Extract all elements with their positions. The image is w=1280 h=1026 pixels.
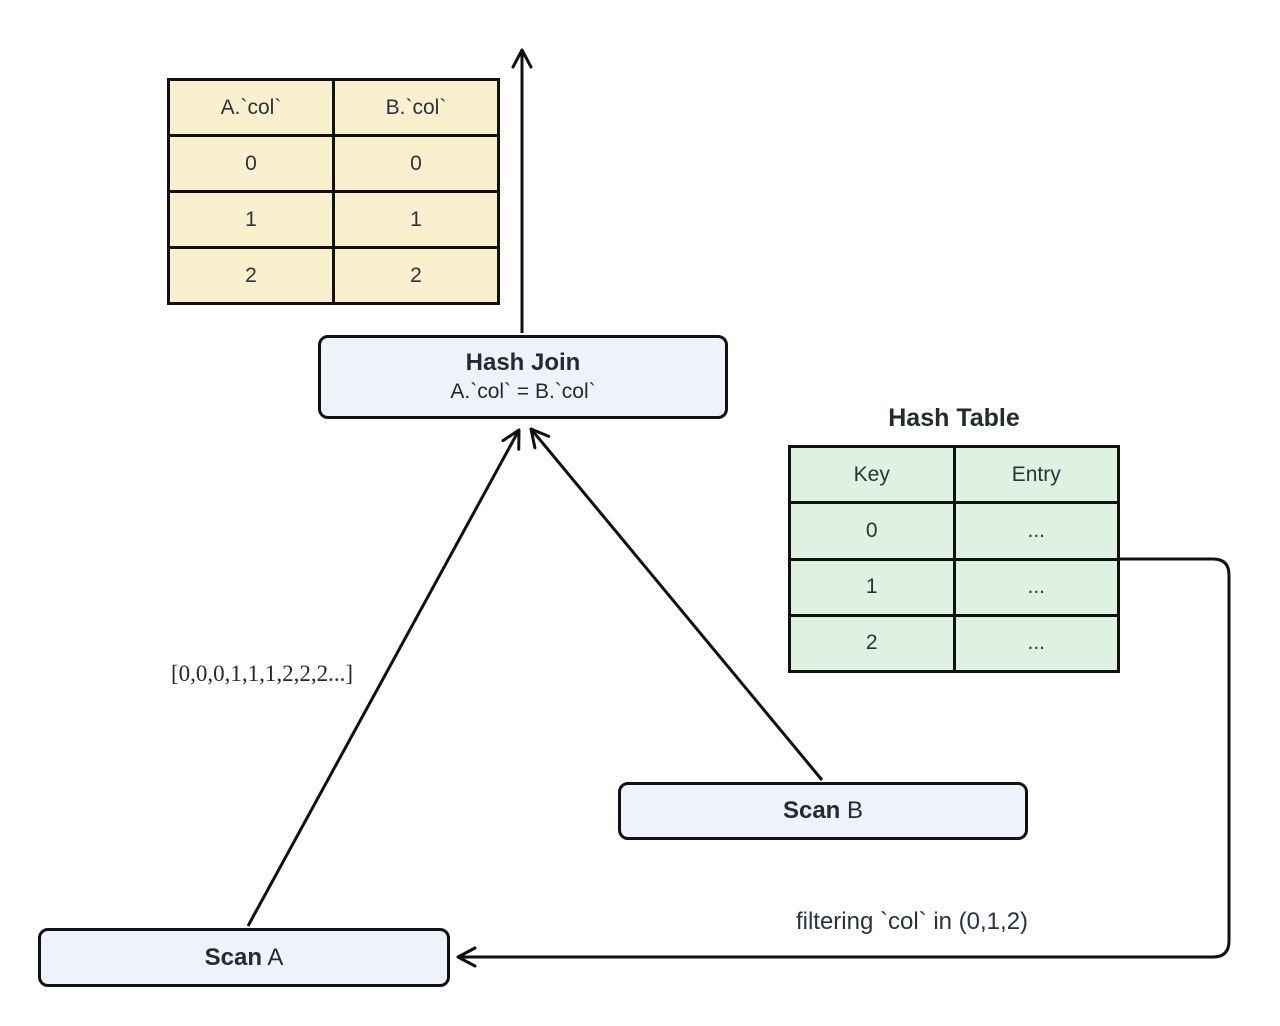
scan-b-node: Scan B: [618, 782, 1028, 840]
hash-table: Key Entry 0 ... 1 ... 2 ...: [788, 444, 1120, 674]
table-row: 0 ...: [788, 501, 1120, 561]
column-header: Entry: [952, 444, 1120, 505]
scan-b-to-join-edge: [529, 427, 824, 781]
table-row: 2 2: [167, 246, 500, 305]
table-row: 1 ...: [788, 557, 1120, 617]
scan-a-label-rest: A: [262, 943, 284, 971]
table-cell: 2: [332, 246, 500, 305]
table-cell: 0: [332, 134, 500, 193]
scan-a-node: Scan A: [38, 928, 450, 987]
table-cell: ...: [952, 501, 1120, 561]
scan-b-label-rest: B: [840, 797, 864, 824]
scan-a-values-label: [0,0,0,1,1,1,2,2,2...]: [170, 661, 354, 686]
filter-pushdown-label: filtering `col` in (0,1,2): [795, 908, 1029, 935]
table-cell: 0: [167, 134, 335, 193]
table-header-row: A.`col` B.`col`: [167, 78, 500, 137]
table-cell: ...: [952, 557, 1120, 617]
scan-a-label-bold: Scan: [204, 943, 262, 971]
table-cell: ...: [952, 613, 1120, 674]
table-cell: 2: [167, 246, 335, 305]
table-cell: 1: [332, 190, 500, 249]
hash-join-condition: A.`col` = B.`col`: [450, 379, 596, 403]
join-result-table: A.`col` B.`col` 0 0 1 1 2 2: [167, 78, 500, 305]
column-header: B.`col`: [332, 78, 500, 137]
table-cell: 2: [788, 613, 956, 674]
scan-b-label-bold: Scan: [782, 797, 841, 824]
hash-join-node: Hash Join A.`col` = B.`col`: [318, 335, 728, 419]
hash-table-title: Hash Table: [888, 404, 1020, 432]
hash-join-title: Hash Join: [465, 348, 581, 376]
table-row: 0 0: [167, 134, 500, 193]
hash-table-to-scan-a-edge: [456, 557, 1231, 968]
table-cell: 0: [788, 501, 956, 561]
column-header: Key: [788, 444, 956, 505]
table-row: 2 ...: [788, 613, 1120, 674]
table-header-row: Key Entry: [788, 444, 1120, 505]
scan-b-label: Scan B: [783, 797, 863, 825]
table-row: 1 1: [167, 190, 500, 249]
scan-a-to-join-edge: [246, 428, 521, 927]
scan-a-label: Scan A: [205, 944, 284, 972]
table-cell: 1: [788, 557, 956, 617]
table-cell: 1: [167, 190, 335, 249]
column-header: A.`col`: [167, 78, 335, 137]
